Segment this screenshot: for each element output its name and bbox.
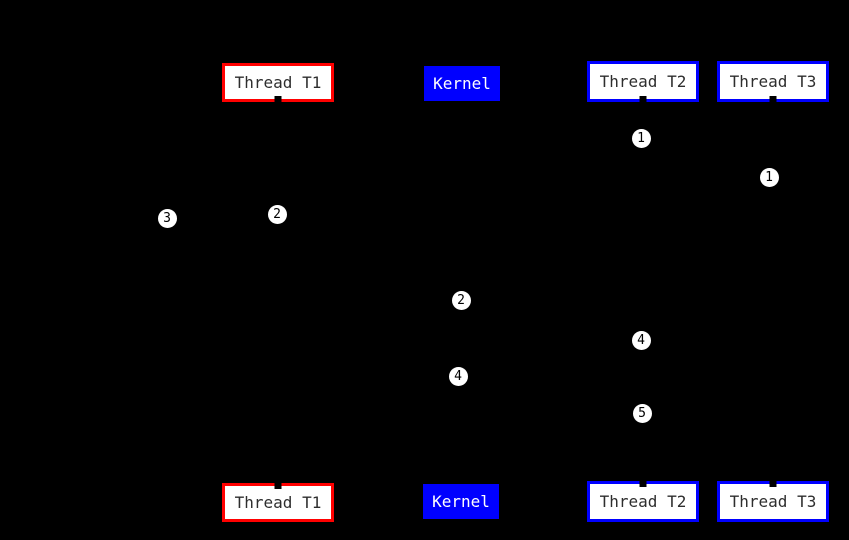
lifeline-notch (274, 96, 282, 102)
step-marker-5-thread-t2: 5 (632, 403, 652, 423)
step-marker-1-thread-t2: 1 (631, 128, 651, 148)
step-marker-2-thread-t1: 2 (267, 204, 287, 224)
step-marker-2-kernel: 2 (451, 290, 471, 310)
step-marker-4-thread-t2: 4 (631, 330, 651, 350)
thread-t3-bottom-box: Thread T3 (717, 481, 829, 522)
thread-t3-bottom-label: Thread T3 (729, 492, 817, 511)
thread-t1-bottom-box: Thread T1 (222, 483, 334, 522)
lifeline-notch (769, 96, 777, 102)
thread-t1-top-box: Thread T1 (222, 63, 334, 102)
step-marker-4-kernel: 4 (448, 366, 468, 386)
thread-t2-top-box: Thread T2 (587, 61, 699, 102)
lifeline-notch (274, 483, 282, 489)
kernel-bottom-label: Kernel (432, 492, 490, 511)
lifeline-notch (639, 481, 647, 487)
step-marker-label: 1 (637, 130, 645, 146)
thread-t1-bottom-label: Thread T1 (234, 493, 322, 512)
thread-t2-bottom-label: Thread T2 (599, 492, 687, 511)
step-marker-label: 2 (457, 292, 465, 308)
step-marker-label: 4 (637, 332, 645, 348)
step-marker-label: 4 (454, 368, 462, 384)
thread-t2-bottom-box: Thread T2 (587, 481, 699, 522)
lifeline-notch (769, 481, 777, 487)
step-marker-label: 1 (765, 169, 773, 185)
kernel-top-label: Kernel (433, 74, 491, 93)
kernel-bottom-box: Kernel (423, 484, 499, 519)
step-marker-label: 3 (163, 210, 171, 226)
step-marker-1-thread-t3: 1 (759, 167, 779, 187)
thread-t3-top-box: Thread T3 (717, 61, 829, 102)
step-marker-3-thread-t1: 3 (157, 208, 177, 228)
step-marker-label: 2 (273, 206, 281, 222)
thread-t1-top-label: Thread T1 (234, 73, 322, 92)
thread-t2-top-label: Thread T2 (599, 72, 687, 91)
lifeline-notch (639, 96, 647, 102)
thread-t3-top-label: Thread T3 (729, 72, 817, 91)
step-marker-label: 5 (638, 405, 646, 421)
kernel-top-box: Kernel (424, 66, 500, 101)
